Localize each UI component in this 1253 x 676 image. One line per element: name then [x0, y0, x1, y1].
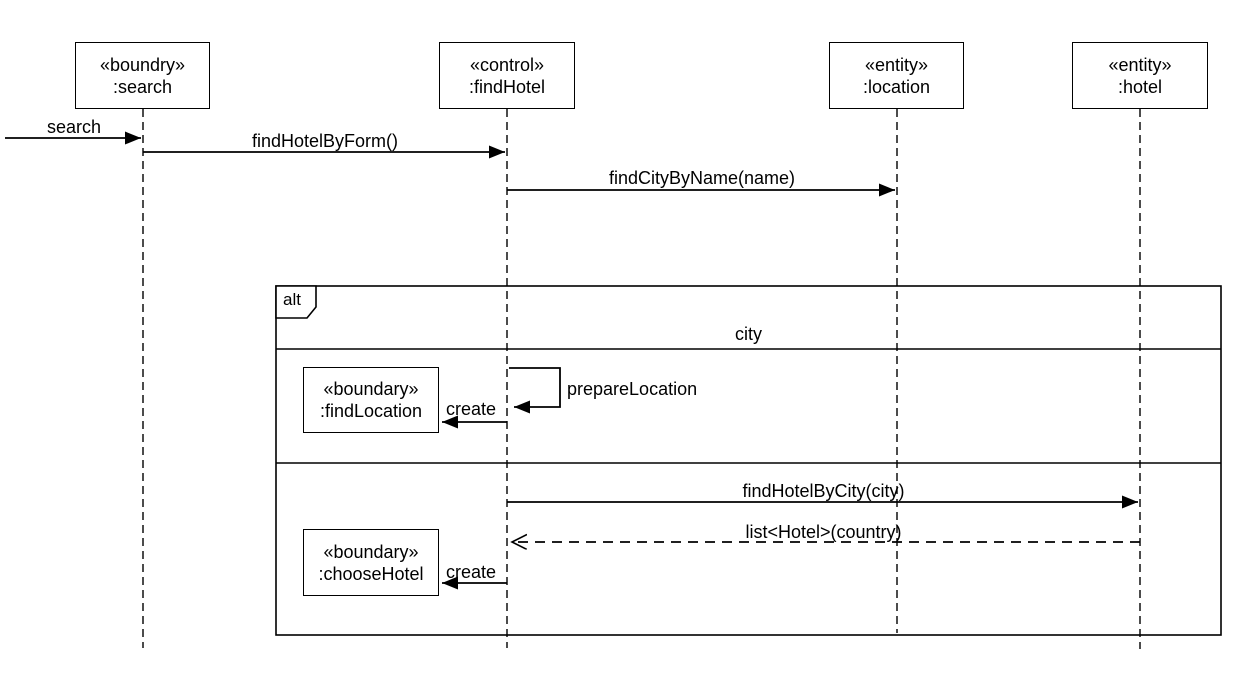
alt-fragment-frame — [275, 285, 1222, 636]
message-label-findhotelbycity: findHotelByCity(city) — [742, 481, 905, 501]
object-name-label: :search — [112, 76, 173, 97]
stereotype-label: «boundary» — [323, 379, 419, 399]
alt-guard-label: city — [735, 324, 762, 344]
created-object-choosehotel: «boundary» :chooseHotel — [303, 529, 439, 596]
alt-operator-pentagon — [275, 285, 317, 319]
message-label-findhotelbyform: findHotelByForm() — [251, 131, 399, 151]
stereotype-label: «control» — [469, 54, 545, 75]
object-name-label: :chooseHotel — [318, 563, 424, 584]
object-name-label: :findHotel — [468, 76, 546, 97]
stereotype-label: «entity» — [1108, 54, 1172, 75]
message-label-search: search — [46, 117, 102, 137]
message-label-findcitybyname: findCityByName(name) — [608, 168, 796, 188]
lifeline-head-search: «boundry» :search — [75, 42, 210, 109]
message-label-preparelocation: prepareLocation — [567, 379, 698, 399]
object-name-label: :hotel — [1117, 76, 1163, 97]
lifeline-head-location: «entity» :location — [829, 42, 964, 109]
created-object-findlocation: «boundary» :findLocation — [303, 367, 439, 433]
stereotype-label: «boundry» — [99, 54, 186, 75]
message-label-create-findlocation: create — [445, 399, 497, 419]
lifeline-head-findhotel: «control» :findHotel — [439, 42, 575, 109]
object-name-label: :location — [862, 76, 931, 97]
object-name-label: :findLocation — [319, 401, 423, 421]
stereotype-label: «entity» — [864, 54, 929, 75]
message-arrow-preparelocation-self — [509, 367, 561, 414]
alt-operator-label: alt — [283, 290, 301, 309]
stereotype-label: «boundary» — [323, 541, 419, 562]
lifeline-head-hotel: «entity» :hotel — [1072, 42, 1208, 109]
message-label-create-choosehotel: create — [445, 562, 497, 582]
message-label-listhotel: list<Hotel>(country) — [745, 522, 902, 542]
